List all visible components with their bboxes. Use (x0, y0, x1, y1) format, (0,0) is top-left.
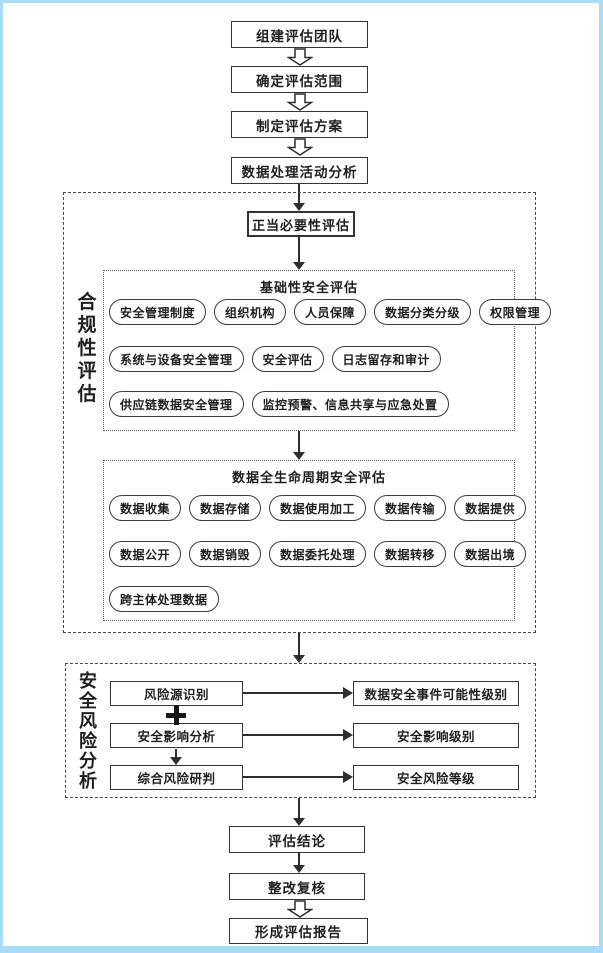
pill-data-use-processing: 数据使用加工 (269, 495, 367, 521)
down-arrow-icon (293, 798, 305, 826)
box-comprehensive-risk-judgment: 综合风险研判 (110, 765, 243, 790)
down-arrow-icon (170, 749, 182, 765)
box-assessment-conclusion: 评估结论 (229, 826, 365, 853)
lifecycle-security-assessment-title: 数据全生命周期安全评估 (231, 470, 386, 485)
pill-organization: 组织机构 (214, 299, 287, 325)
compliance-section-label: 合规性评估 (77, 292, 97, 405)
lifecycle-pill-row-2: 数据公开 数据销毁 数据委托处理 数据转移 数据出境 (109, 541, 527, 567)
pill-data-provision: 数据提供 (454, 495, 527, 521)
basic-pill-row-2: 系统与设备安全管理 安全评估 日志留存和审计 (109, 346, 442, 372)
compliance-section-frame (63, 192, 536, 633)
pill-security-assessment: 安全评估 (251, 346, 324, 372)
box-security-impact-level: 安全影响级别 (353, 723, 519, 748)
right-arrow-icon (243, 687, 353, 699)
pill-data-classification: 数据分类分级 (374, 299, 472, 325)
box-incident-likelihood-level: 数据安全事件可能性级别 (353, 681, 519, 706)
pill-data-destruction: 数据销毁 (189, 541, 262, 567)
lifecycle-security-assessment-frame: 数据全生命周期安全评估 (103, 460, 515, 621)
basic-pill-row-3: 供应链数据安全管理 监控预警、信息共享与应急处置 (109, 391, 449, 417)
risk-section-label: 安全风险分析 (79, 671, 97, 791)
box-rectification-review: 整改复核 (229, 873, 365, 900)
pill-data-storage: 数据存储 (189, 495, 262, 521)
down-arrow-icon (293, 184, 305, 211)
hollow-down-arrow-icon (287, 93, 313, 111)
box-risk-source-identification: 风险源识别 (110, 681, 243, 706)
right-arrow-icon (243, 729, 353, 741)
plus-icon (166, 705, 186, 725)
hollow-down-arrow-icon (287, 48, 313, 66)
basic-pill-row-1: 安全管理制度 组织机构 人员保障 数据分类分级 权限管理 (109, 299, 552, 325)
pill-cross-entity-processing: 跨主体处理数据 (109, 586, 219, 612)
pill-access-control: 权限管理 (479, 299, 552, 325)
pill-data-disclosure: 数据公开 (109, 541, 182, 567)
pill-data-entrusted-processing: 数据委托处理 (269, 541, 367, 567)
box-necessity-assessment: 正当必要性评估 (247, 211, 355, 237)
right-arrow-icon (243, 771, 353, 783)
pill-monitoring-warning-emergency: 监控预警、信息共享与应急处置 (251, 391, 449, 417)
risk-section-frame (65, 663, 536, 798)
pill-security-management-system: 安全管理制度 (109, 299, 207, 325)
pill-data-transfer: 数据转移 (374, 541, 447, 567)
pill-log-retention-audit: 日志留存和审计 (331, 346, 442, 372)
down-arrow-icon (293, 431, 305, 460)
box-security-impact-analysis: 安全影响分析 (110, 723, 243, 748)
basic-security-assessment-title: 基础性安全评估 (259, 280, 358, 295)
box-data-processing-activity-analysis: 数据处理活动分析 (231, 157, 368, 184)
lifecycle-pill-row-1: 数据收集 数据存储 数据使用加工 数据传输 数据提供 (109, 495, 527, 521)
down-arrow-icon (293, 633, 305, 663)
box-final-assessment-report: 形成评估报告 (229, 918, 368, 944)
down-arrow-icon (293, 853, 305, 873)
hollow-down-arrow-icon (287, 900, 313, 918)
pill-system-device-security: 系统与设备安全管理 (109, 346, 244, 372)
pill-data-cross-border: 数据出境 (454, 541, 527, 567)
pill-data-transmission: 数据传输 (374, 495, 447, 521)
basic-security-assessment-frame: 基础性安全评估 (103, 270, 515, 431)
pill-supply-chain-data-security: 供应链数据安全管理 (109, 391, 244, 417)
box-form-assessment-team: 组建评估团队 (231, 21, 368, 48)
pill-data-collection: 数据收集 (109, 495, 182, 521)
box-define-assessment-scope: 确定评估范围 (231, 66, 368, 93)
pill-personnel-assurance: 人员保障 (294, 299, 367, 325)
hollow-down-arrow-icon (287, 138, 313, 156)
down-arrow-icon (293, 237, 305, 270)
box-develop-assessment-plan: 制定评估方案 (231, 111, 368, 138)
box-security-risk-grade: 安全风险等级 (353, 765, 519, 790)
lifecycle-pill-row-3: 跨主体处理数据 (109, 586, 219, 612)
